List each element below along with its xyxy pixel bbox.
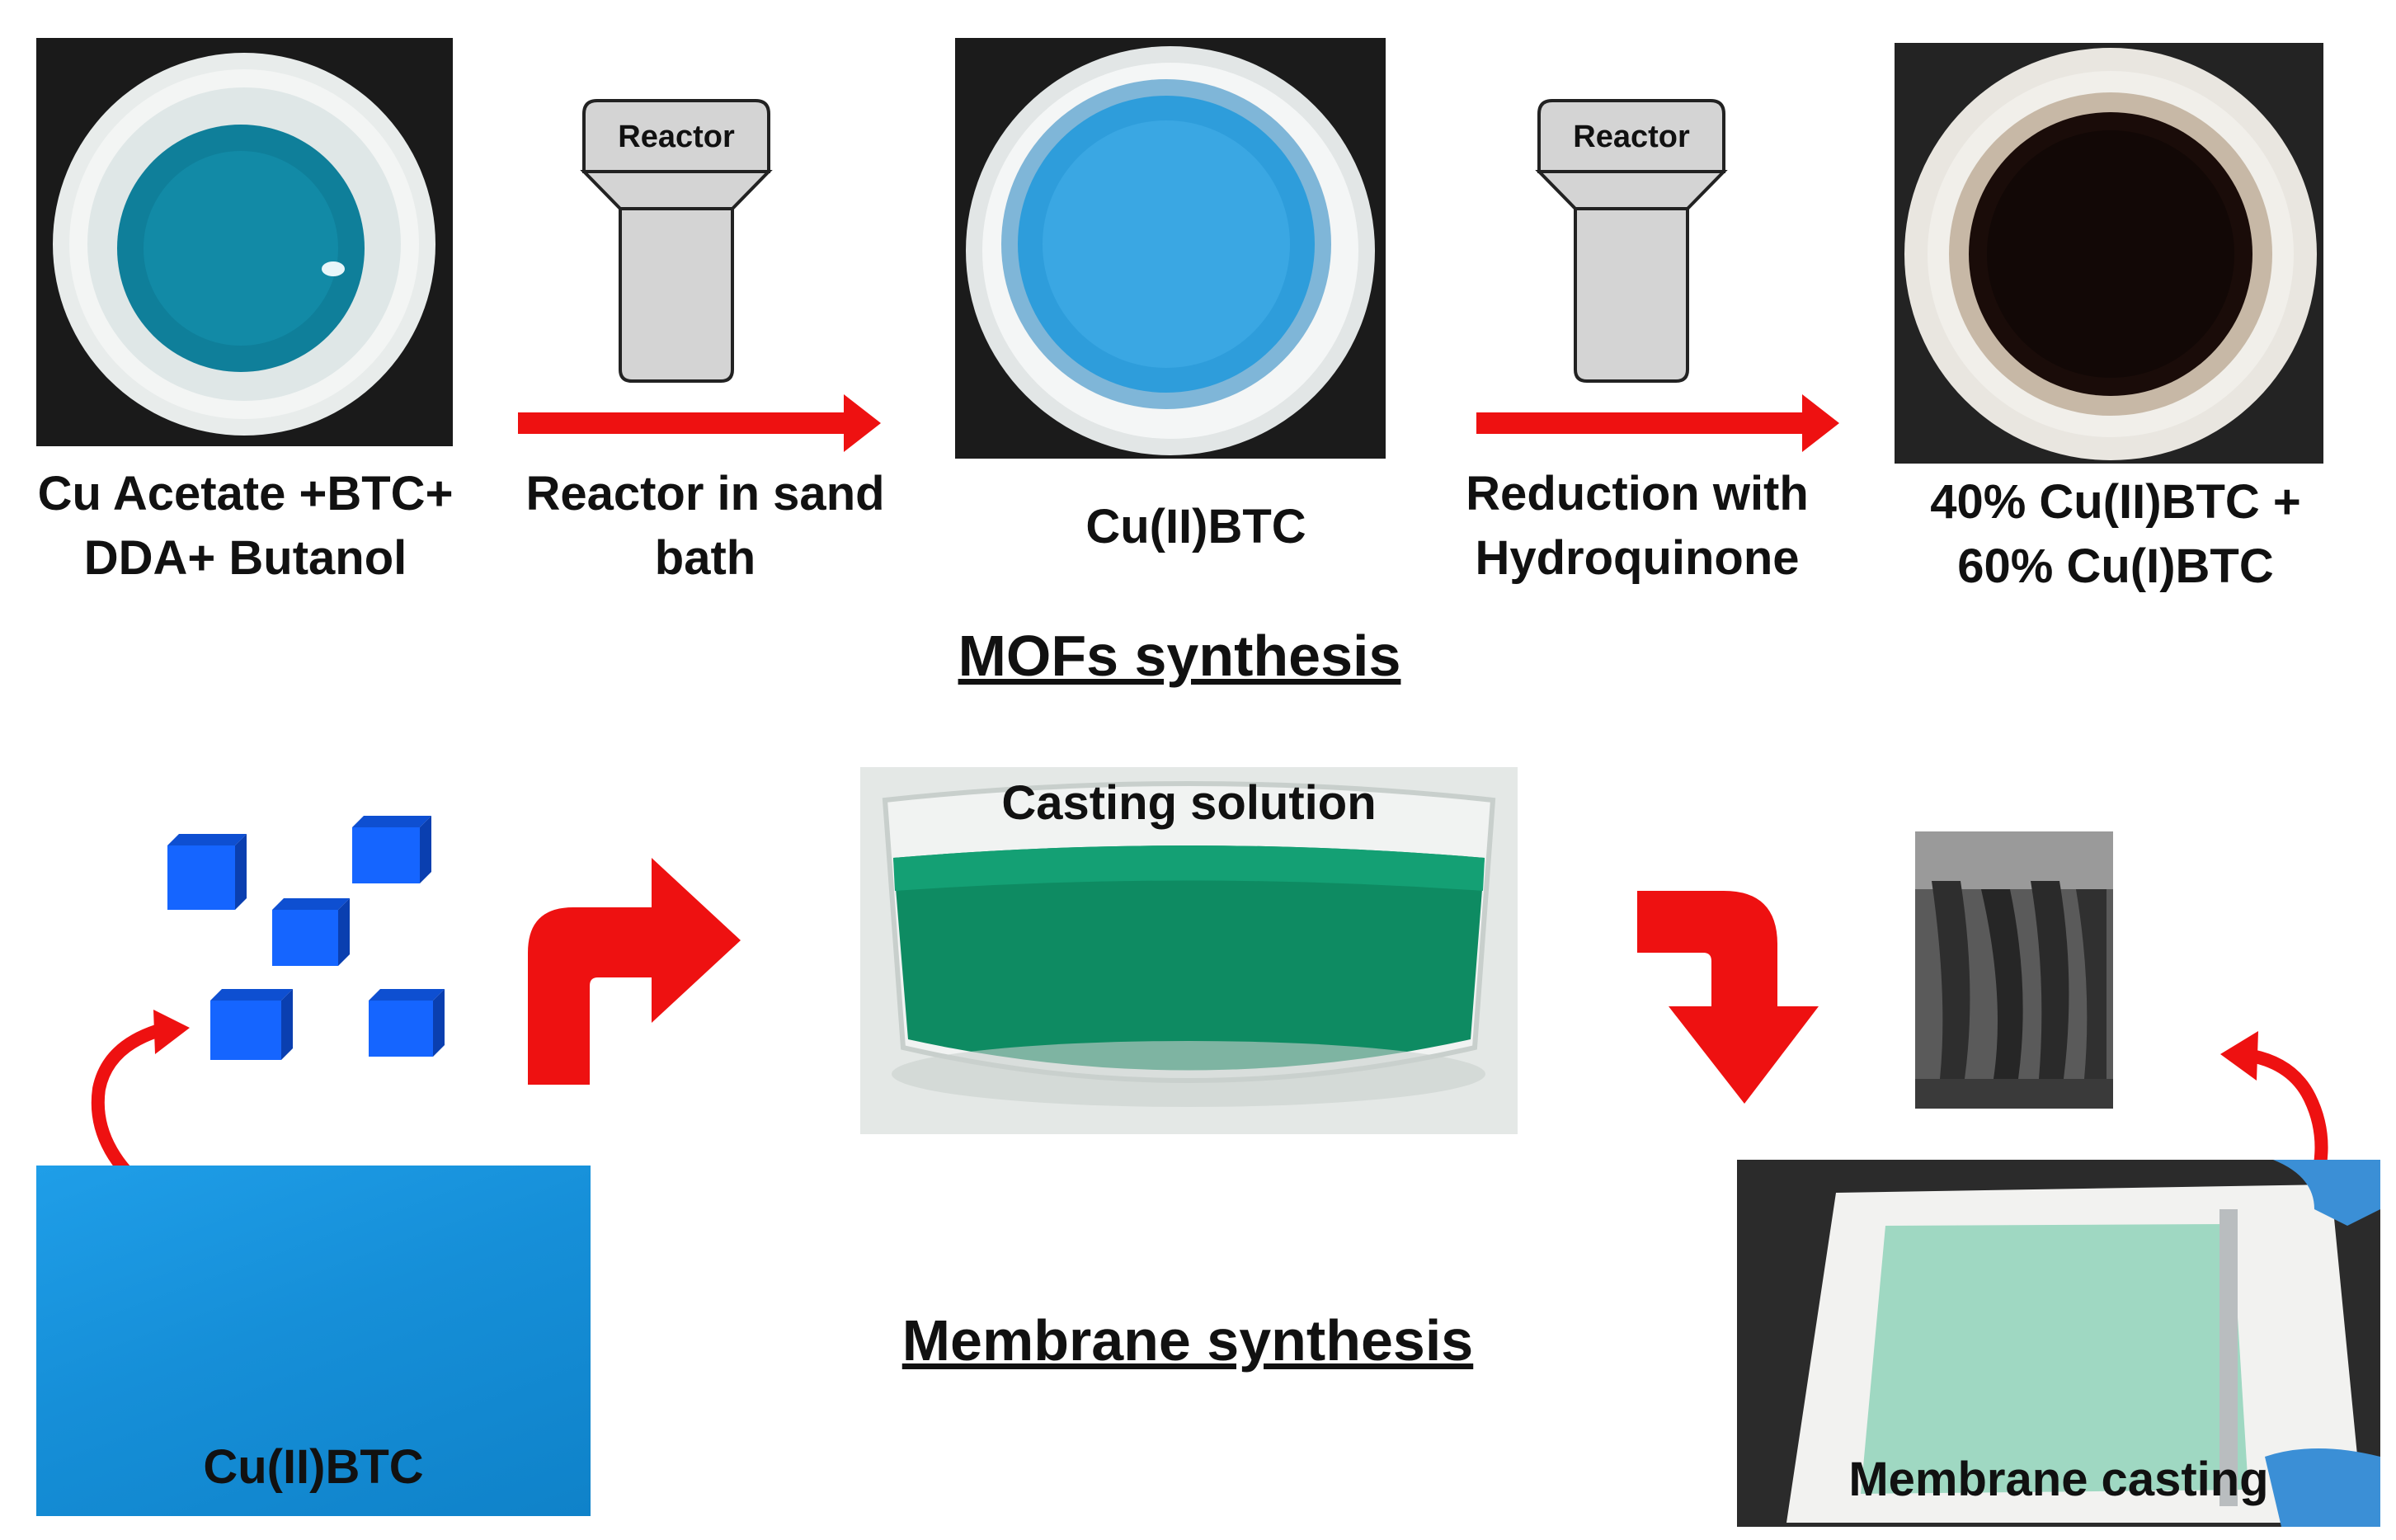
cube-icon	[369, 989, 445, 1057]
photo-mixed-cu-btc	[1895, 43, 2323, 464]
photo-sem-membrane-cross-section	[1915, 831, 2113, 1109]
arrow-right-1	[518, 394, 881, 452]
step-4-label: Reduction with Hydroquinone	[1435, 462, 1839, 591]
dish-2-drawing	[966, 46, 1375, 455]
photo-membrane-casting	[1737, 1160, 2380, 1527]
step-4-label-line-2: Hydroquinone	[1475, 531, 1800, 585]
cube-icon	[210, 989, 293, 1060]
step-2-label: Reactor in sand bath	[507, 462, 903, 591]
reactor-1-icon	[580, 99, 773, 383]
step-4-label-line-1: Reduction with	[1466, 467, 1809, 520]
mof-crystals-icon	[167, 816, 445, 1060]
step-3-label: Cu(II)BTC	[1085, 500, 1306, 553]
reactor-2-icon	[1535, 99, 1728, 383]
cube-icon	[272, 898, 350, 966]
step-5-label: 40% Cu(II)BTC + 60% Cu(I)BTC	[1889, 470, 2342, 599]
reactor-1-label: Reactor	[618, 120, 735, 154]
bent-arrow-to-membrane	[1637, 891, 1819, 1104]
photo-casting-solution	[860, 767, 1518, 1134]
membrane-synthesis-title: Membrane synthesis	[901, 1308, 1474, 1373]
membrane-casting-label: Membrane casting	[1848, 1453, 2269, 1506]
casting-solution-label: Casting solution	[1001, 776, 1377, 830]
step-5-label-line-1: 40% Cu(II)BTC +	[1930, 475, 2301, 529]
cube-icon	[352, 816, 431, 883]
casting-drawing	[1737, 1160, 2380, 1527]
dish-3-drawing	[1904, 48, 2317, 460]
step-1-label-line-1: Cu Acetate +BTC+	[37, 467, 454, 520]
reactor-2-label: Reactor	[1573, 120, 1690, 154]
powder-label: Cu(II)BTC	[203, 1440, 424, 1494]
sem-drawing	[1915, 831, 2113, 1109]
arrow-right-2	[1476, 394, 1839, 452]
bent-arrow-to-casting-solution	[528, 858, 741, 1085]
beaker-drawing	[860, 767, 1518, 1134]
photo-cu-ii-btc	[955, 38, 1386, 459]
mofs-synthesis-title: MOFs synthesis	[958, 624, 1401, 688]
step-2-label-line-2: bath	[654, 531, 756, 585]
step-1-label-line-2: DDA+ Butanol	[83, 531, 407, 585]
step-2-label-line-1: Reactor in sand	[525, 467, 885, 520]
step-5-label-line-2: 60% Cu(I)BTC	[1957, 539, 2274, 593]
photo-cu-acetate-solution	[36, 38, 453, 446]
dish-1-drawing	[53, 53, 435, 436]
step-1-label: Cu Acetate +BTC+ DDA+ Butanol	[16, 462, 474, 591]
cube-icon	[167, 834, 247, 910]
photo-cu-ii-btc-powder	[36, 1166, 591, 1516]
